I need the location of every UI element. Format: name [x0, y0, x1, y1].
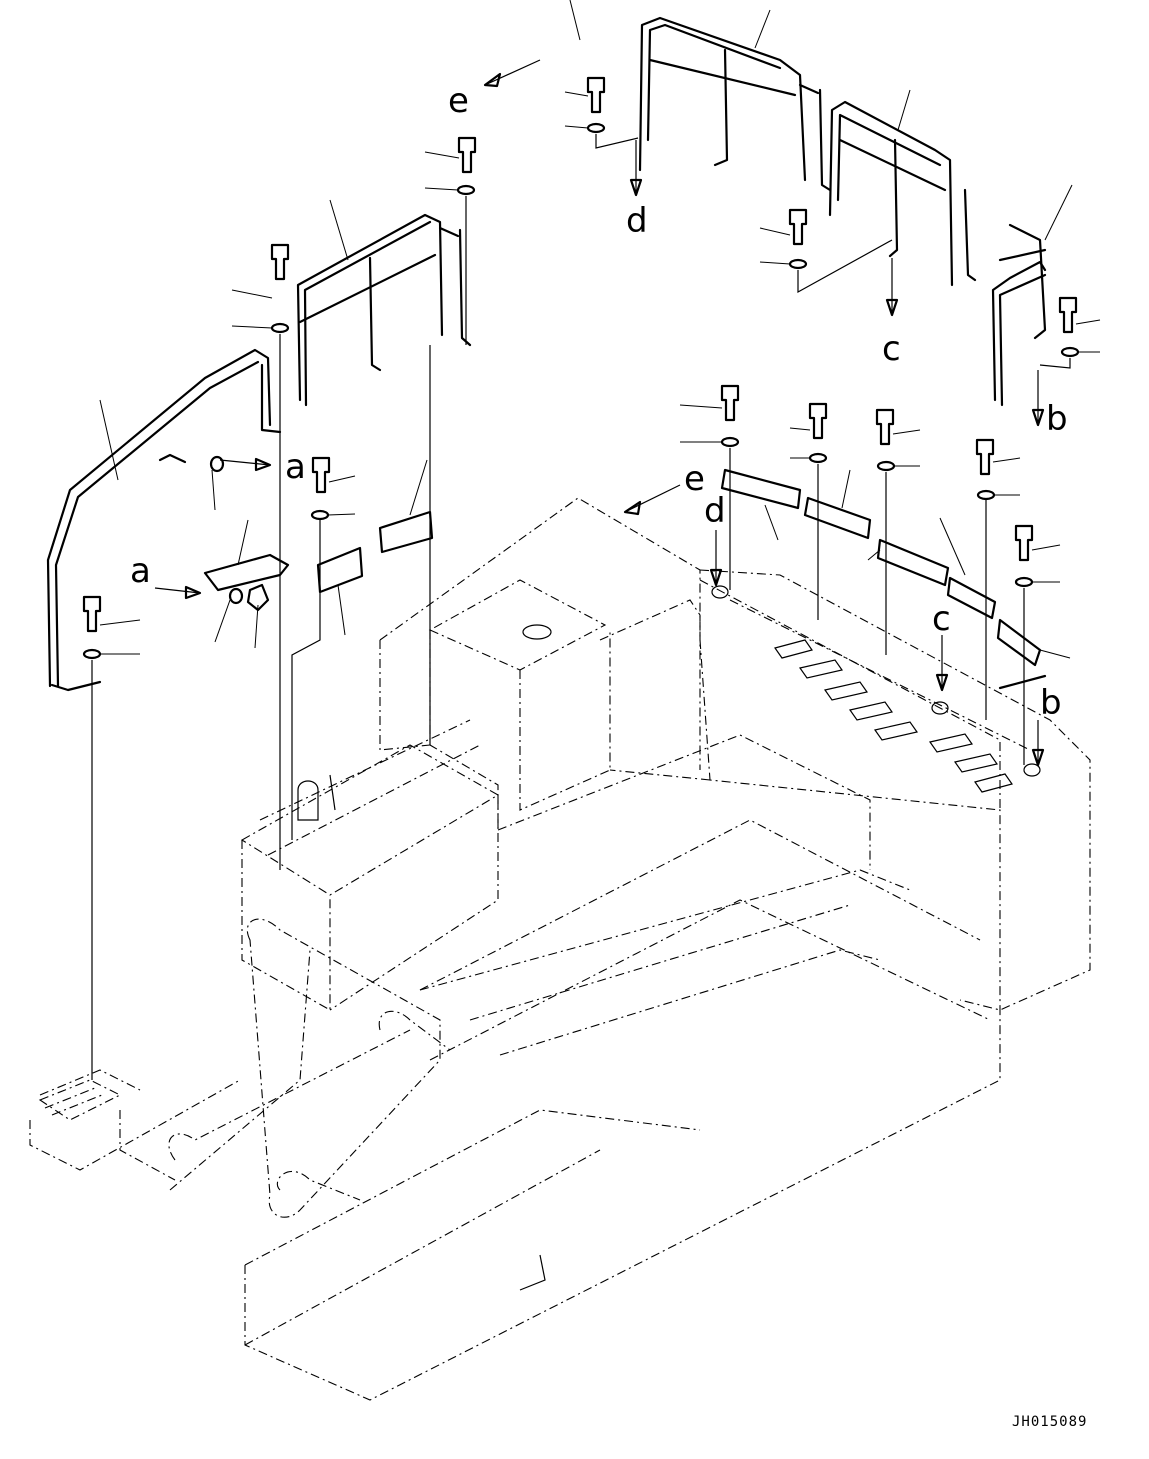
callout-b-upper: b — [1046, 399, 1068, 439]
alignment-lines — [91, 134, 1071, 1080]
guard-plates — [203, 455, 1047, 690]
handrail-top-center — [638, 16, 832, 192]
reference-arrows — [154, 59, 1045, 767]
callout-a-upper: a — [285, 447, 306, 487]
machine-frame — [29, 497, 1091, 1401]
deck-pads — [297, 585, 1041, 1291]
callout-d-lower: d — [704, 491, 726, 531]
drawing-code: JH015089 — [1012, 1414, 1087, 1430]
callout-letters: e d c b a a e d c b — [130, 81, 1068, 723]
callout-b-lower: b — [1040, 683, 1062, 723]
callout-e-upper: e — [448, 81, 469, 121]
handrail-left-long — [46, 348, 282, 692]
handrail-left-rear — [296, 213, 472, 407]
handrail-right-center — [828, 100, 977, 287]
handrail-right-short — [991, 223, 1047, 407]
callout-c-upper: c — [882, 329, 901, 369]
leader-lines — [99, 0, 1101, 659]
callout-d-upper: d — [626, 201, 648, 241]
bolt-set — [82, 76, 1080, 660]
callout-a-lower: a — [130, 551, 151, 591]
callout-e-lower: e — [684, 459, 705, 499]
callout-c-lower: c — [932, 599, 951, 639]
